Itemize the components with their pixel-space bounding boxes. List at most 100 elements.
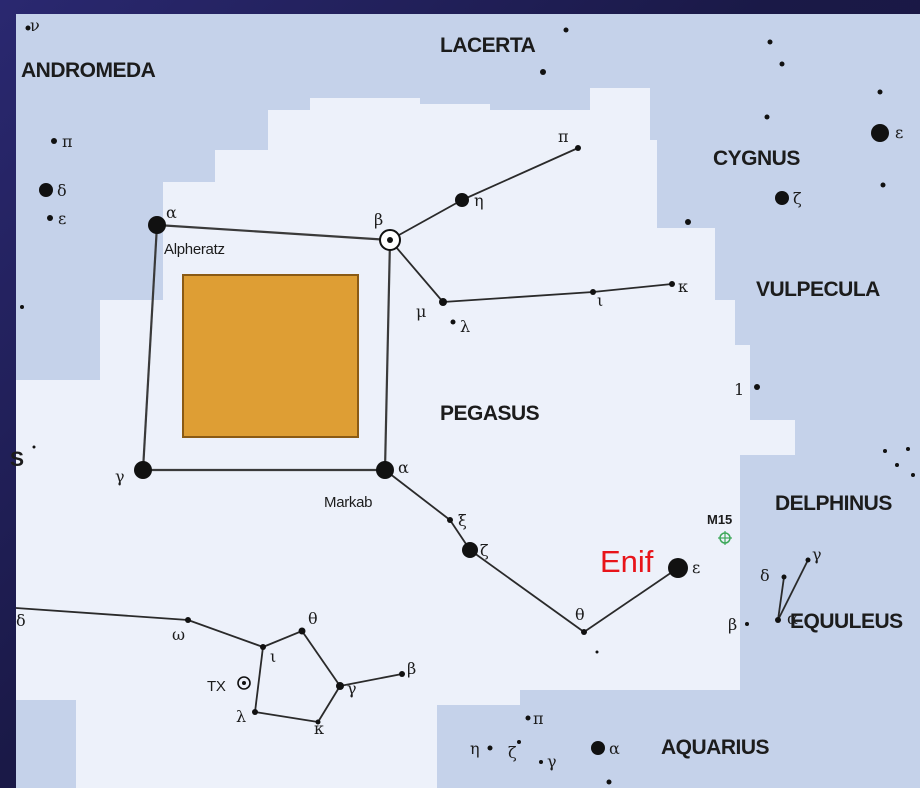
label-enif: Enif	[600, 544, 654, 579]
star-aqr-faint	[606, 779, 612, 785]
label-beta-psc: β	[407, 659, 416, 678]
star-zeta-peg	[462, 542, 478, 558]
star-gamma-equ	[805, 557, 811, 563]
label-partial-left: S	[10, 448, 24, 471]
star-delta-equ	[781, 574, 787, 580]
pegasus-figure-lines	[384, 147, 679, 633]
star-alpha-aqr	[591, 741, 605, 755]
label-delphinus: DELPHINUS	[775, 492, 892, 515]
label-pegasus: PEGASUS	[440, 402, 540, 425]
label-gamma-psc: γ	[347, 679, 357, 698]
label-epsilon-cyg: ε	[895, 123, 903, 142]
label-alpha-peg: α	[398, 458, 409, 477]
label-theta-psc: θ	[308, 609, 318, 628]
star-del-4	[911, 473, 915, 477]
star-pi-peg	[575, 145, 581, 151]
equuleus-lines	[777, 559, 809, 621]
star-faint-left	[32, 445, 36, 449]
label-alpheratz: Alpheratz	[164, 241, 225, 258]
star-and-faint	[20, 305, 24, 309]
label-gamma-peg: γ	[115, 467, 125, 486]
label-lacerta: LACERTA	[440, 34, 536, 57]
star-iota-peg	[590, 289, 596, 295]
label-delta-and: δ	[57, 181, 67, 200]
label-alpha-aqr: α	[609, 739, 620, 758]
label-zeta-cyg: ζ	[793, 189, 802, 208]
label-aquarius: AQUARIUS	[661, 736, 769, 759]
label-pi-peg: π	[558, 127, 569, 146]
label-eta-aqr: η	[470, 739, 480, 758]
star-pi-aqr	[525, 715, 531, 721]
star-kappa-peg	[669, 281, 675, 287]
star-xi-peg	[447, 517, 453, 523]
label-cygnus: CYGNUS	[713, 147, 800, 170]
label-iota-peg: ι	[597, 291, 603, 310]
label-alpha-and: α	[166, 203, 177, 222]
label-theta-peg: θ	[575, 605, 585, 624]
great-square-lines	[141, 223, 392, 472]
star-1-peg	[754, 384, 760, 390]
label-zeta-aqr: ζ	[508, 743, 517, 762]
label-iota-psc: ι	[270, 647, 276, 666]
star-mu-peg	[439, 298, 447, 306]
label-kappa-psc: κ	[314, 719, 324, 738]
star-faint	[595, 650, 599, 654]
star-lambda-peg	[450, 319, 456, 325]
label-pi-and: π	[62, 132, 73, 151]
label-tx: TX	[207, 678, 226, 695]
label-beta-equ: β	[728, 615, 737, 634]
label-alpha-equ: α	[787, 609, 798, 628]
star-tx-psc	[237, 676, 251, 690]
label-epsilon-peg: ε	[692, 558, 700, 577]
label-nu-and: ν	[30, 16, 40, 35]
pegasus-region	[16, 88, 795, 788]
star-delta-and	[39, 183, 53, 197]
star-cyg-2	[779, 61, 785, 67]
star-kappa-psc	[315, 719, 321, 725]
label-omega-psc: ω	[172, 625, 185, 644]
star-cyg-5	[880, 182, 886, 188]
label-lambda-peg: λ	[460, 317, 470, 336]
star-cyg-1	[767, 39, 773, 45]
star-scheat	[379, 229, 401, 251]
label-beta-peg: β	[374, 210, 383, 229]
star-lacerta-1	[563, 27, 569, 33]
star-eta-peg	[455, 193, 469, 207]
label-vulpecula: VULPECULA	[756, 278, 880, 301]
label-xi-peg: ξ	[458, 511, 467, 530]
label-gamma-aqr: γ	[547, 752, 557, 771]
star-epsilon-and	[47, 215, 53, 221]
star-theta-peg	[581, 629, 587, 635]
label-mu-peg: μ	[416, 302, 426, 321]
star-enif	[668, 558, 688, 578]
m15-cluster-icon	[718, 531, 732, 545]
great-square-highlight	[182, 274, 359, 438]
sky-block-lower-left	[16, 700, 76, 788]
label-pi-aqr: π	[533, 709, 544, 728]
lower-figure-lines	[15, 607, 403, 723]
star-nu-and	[25, 25, 31, 31]
label-epsilon-and: ε	[58, 209, 66, 228]
label-zeta-peg: ζ	[480, 541, 489, 560]
label-delta-equ: δ	[760, 566, 770, 585]
star-cyg-6	[685, 219, 691, 225]
star-omega-psc	[185, 617, 191, 623]
star-theta-psc	[298, 627, 306, 635]
label-markab: Markab	[324, 494, 372, 511]
star-alpheratz	[148, 216, 166, 234]
label-lambda-psc: λ	[236, 707, 246, 726]
star-eta-aqr	[487, 745, 493, 751]
star-gamma-psc	[336, 682, 344, 690]
star-zeta-cyg	[775, 191, 789, 205]
star-zeta-aqr	[517, 740, 521, 744]
star-del-1	[883, 449, 887, 453]
star-beta-equ	[745, 622, 749, 626]
label-1-peg: 1	[734, 380, 744, 399]
star-cyg-4	[877, 89, 883, 95]
star-iota-psc	[260, 644, 266, 650]
star-epsilon-cyg	[871, 124, 889, 142]
label-andromeda: ANDROMEDA	[21, 59, 156, 82]
label-equuleus: EQUULEUS	[790, 610, 903, 633]
star-lacerta-2	[540, 69, 546, 75]
